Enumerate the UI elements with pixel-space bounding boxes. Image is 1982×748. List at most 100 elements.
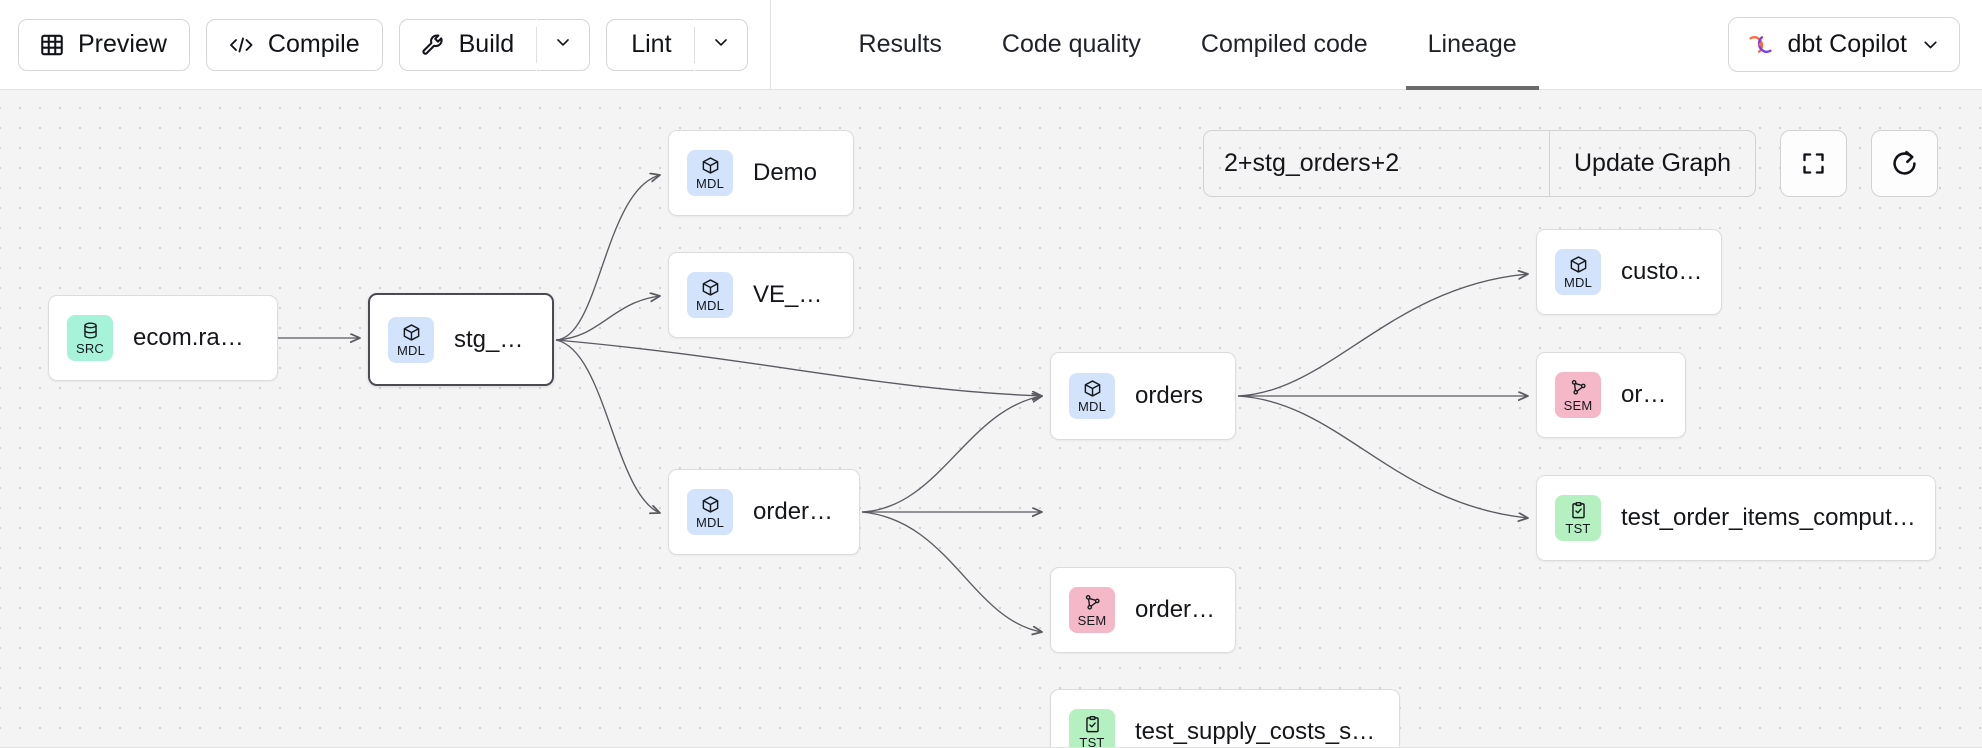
build-button-group: Build bbox=[398, 18, 591, 71]
node-badge-mdl-text: MDL bbox=[695, 298, 725, 313]
graph-node-ve-demo[interactable]: MDL VE_Demo bbox=[668, 252, 854, 338]
node-badge-sem: SEM bbox=[1555, 372, 1601, 418]
node-label: stg_orders bbox=[454, 325, 534, 353]
update-graph-button[interactable]: Update Graph bbox=[1549, 131, 1755, 196]
build-button-label: Build bbox=[458, 30, 515, 58]
lineage-edges bbox=[278, 90, 1982, 748]
node-badge-mdl: MDL bbox=[687, 489, 733, 535]
tab-compiled-code[interactable]: Compiled code bbox=[1171, 0, 1398, 90]
graph-node-ecom-raw-orders[interactable]: SRC ecom.raw_orders bbox=[48, 295, 278, 381]
node-badge-mdl: MDL bbox=[1069, 373, 1115, 419]
dbt-logo-icon bbox=[1747, 31, 1774, 58]
node-label: order_item bbox=[1135, 596, 1217, 623]
node-badge-tst-text: TST bbox=[1079, 735, 1105, 748]
header-right-area: dbt Copilot bbox=[1728, 17, 1982, 72]
node-badge-src: SRC bbox=[67, 315, 113, 361]
graph-node-order-item-semantic[interactable]: SEM order_item bbox=[1050, 567, 1236, 653]
lint-button[interactable]: Lint bbox=[606, 18, 694, 71]
fullscreen-icon bbox=[1800, 150, 1827, 177]
tab-results-label: Results bbox=[858, 30, 942, 58]
tab-lineage[interactable]: Lineage bbox=[1398, 0, 1547, 90]
build-divider bbox=[536, 26, 538, 63]
app-header: Preview Compile Build bbox=[0, 0, 1982, 90]
node-label: ecom.raw_orders bbox=[133, 324, 259, 351]
semantic-icon bbox=[1569, 378, 1588, 397]
lint-divider bbox=[693, 26, 695, 63]
cube-icon bbox=[701, 156, 720, 175]
lint-button-label: Lint bbox=[631, 30, 672, 58]
refresh-icon bbox=[1890, 149, 1919, 178]
node-badge-src-text: SRC bbox=[75, 341, 105, 356]
lineage-canvas[interactable]: Update Graph bbox=[0, 90, 1982, 748]
node-badge-sem-text: SEM bbox=[1563, 398, 1593, 413]
tab-results[interactable]: Results bbox=[829, 0, 972, 90]
graph-node-stg-orders[interactable]: MDL stg_orders bbox=[368, 293, 554, 386]
build-button[interactable]: Build bbox=[398, 18, 537, 71]
cube-icon bbox=[1083, 379, 1102, 398]
node-badge-mdl-text: MDL bbox=[695, 176, 725, 191]
code-brackets-icon bbox=[207, 33, 268, 57]
node-badge-tst-text: TST bbox=[1565, 521, 1591, 536]
node-badge-sem: SEM bbox=[1069, 587, 1115, 633]
semantic-icon bbox=[1083, 593, 1102, 612]
compile-button-label: Compile bbox=[267, 30, 360, 58]
chevron-down-icon bbox=[711, 32, 731, 57]
preview-button-label: Preview bbox=[78, 30, 167, 58]
tab-compiled-code-label: Compiled code bbox=[1200, 30, 1368, 58]
node-badge-mdl-text: MDL bbox=[695, 515, 725, 530]
toolbar-tabs-divider bbox=[769, 0, 771, 89]
compile-button[interactable]: Compile bbox=[205, 18, 383, 71]
node-badge-tst: TST bbox=[1555, 495, 1601, 541]
chevron-down-icon bbox=[1920, 34, 1941, 55]
wrench-icon bbox=[400, 32, 459, 58]
lint-dropdown-toggle[interactable] bbox=[694, 18, 748, 71]
lint-button-group: Lint bbox=[606, 18, 748, 71]
cube-icon bbox=[701, 278, 720, 297]
refresh-button[interactable] bbox=[1871, 130, 1939, 197]
graph-node-order-items[interactable]: MDL order_items bbox=[668, 469, 860, 555]
node-label: test_order_items_compute_to_bools_c… bbox=[1621, 504, 1917, 531]
graph-node-test-supply-costs[interactable]: TST test_supply_costs_sum_correctly bbox=[1050, 689, 1400, 748]
tab-lineage-label: Lineage bbox=[1427, 30, 1517, 58]
tab-code-quality-label: Code quality bbox=[1001, 30, 1141, 58]
node-label: order_items bbox=[753, 498, 841, 525]
node-badge-mdl: MDL bbox=[388, 316, 434, 363]
graph-node-orders-model[interactable]: MDL orders bbox=[1050, 352, 1236, 440]
dbt-copilot-button[interactable]: dbt Copilot bbox=[1728, 17, 1960, 72]
node-label: customers bbox=[1621, 258, 1703, 285]
graph-controls: Update Graph bbox=[1203, 130, 1939, 197]
node-badge-mdl-text: MDL bbox=[1563, 275, 1593, 290]
node-badge-tst: TST bbox=[1069, 709, 1115, 748]
build-dropdown-toggle[interactable] bbox=[537, 18, 591, 71]
node-badge-sem-text: SEM bbox=[1077, 613, 1107, 628]
graph-node-customers[interactable]: MDL customers bbox=[1536, 229, 1722, 315]
cube-icon bbox=[701, 495, 720, 514]
node-label: orders bbox=[1621, 381, 1667, 408]
result-tabs: Results Code quality Compiled code Linea… bbox=[771, 0, 1547, 90]
cube-icon bbox=[1569, 255, 1588, 274]
clipboard-check-icon bbox=[1569, 501, 1588, 520]
node-label: test_supply_costs_sum_correctly bbox=[1135, 718, 1381, 745]
tab-code-quality[interactable]: Code quality bbox=[972, 0, 1171, 90]
graph-query-group: Update Graph bbox=[1203, 130, 1757, 197]
fullscreen-button[interactable] bbox=[1780, 130, 1848, 197]
graph-node-demo[interactable]: MDL Demo bbox=[668, 130, 854, 216]
node-badge-mdl: MDL bbox=[687, 272, 733, 318]
dbt-copilot-label: dbt Copilot bbox=[1787, 30, 1907, 58]
clipboard-check-icon bbox=[1083, 715, 1102, 734]
preview-button[interactable]: Preview bbox=[18, 18, 190, 71]
cube-icon bbox=[402, 323, 421, 342]
graph-node-test-order-items-compute-to-bools[interactable]: TST test_order_items_compute_to_bools_c… bbox=[1536, 475, 1936, 561]
node-badge-mdl: MDL bbox=[1555, 249, 1601, 295]
node-badge-mdl: MDL bbox=[687, 150, 733, 196]
table-icon bbox=[19, 32, 78, 58]
graph-query-input[interactable] bbox=[1204, 131, 1549, 196]
node-label: VE_Demo bbox=[753, 281, 835, 308]
node-label: orders bbox=[1135, 382, 1204, 409]
node-label: Demo bbox=[753, 159, 818, 186]
graph-node-orders-semantic[interactable]: SEM orders bbox=[1536, 352, 1686, 438]
database-icon bbox=[81, 321, 100, 340]
editor-toolbar: Preview Compile Build bbox=[0, 0, 748, 90]
update-graph-label: Update Graph bbox=[1574, 149, 1732, 177]
node-badge-mdl-text: MDL bbox=[396, 342, 426, 358]
